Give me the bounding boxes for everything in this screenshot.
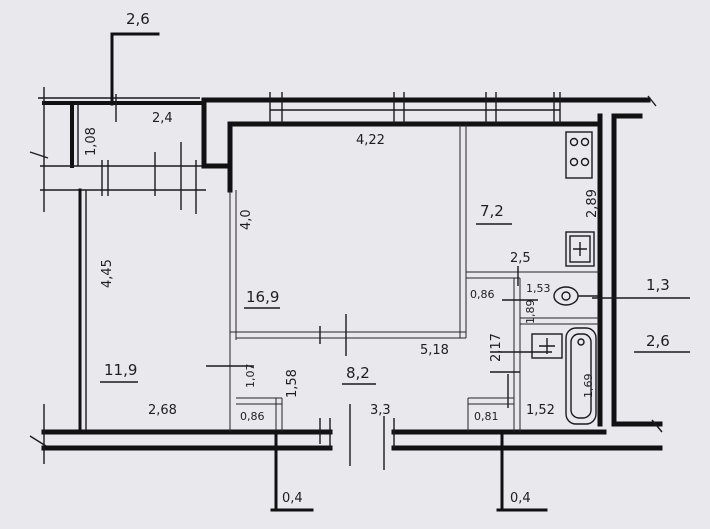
dim-toilet-length: 1,53 <box>526 282 551 295</box>
dim-hall-length: 5,18 <box>420 343 449 358</box>
dim-hall-small-2: 1,58 <box>285 369 300 398</box>
room-area-hall: 8,2 <box>346 364 370 382</box>
toilet-bowl <box>553 286 598 306</box>
bathtub <box>565 327 597 425</box>
dim-closet-1: 0,86 <box>240 410 265 423</box>
room-area-kitchen: 7,2 <box>480 202 504 220</box>
room-area-left: 11,9 <box>104 361 137 379</box>
leader-lines <box>100 223 690 512</box>
dim-hall-width: 3,3 <box>370 403 391 418</box>
dim-balcony-depth: 1,08 <box>84 127 99 156</box>
room-area-large: 16,9 <box>246 288 279 306</box>
bathroom-sink <box>531 333 563 359</box>
dim-left-room-width: 2,68 <box>148 403 177 418</box>
interior-walls <box>206 124 600 432</box>
room-area-bathroom: 2,6 <box>646 332 670 350</box>
dim-hall-depth: 2,17 <box>489 333 504 362</box>
dim-toilet-width: 0,86 <box>470 288 495 301</box>
dim-bath-depth-1: 1,89 <box>524 300 537 325</box>
dim-balcony-length: 2,4 <box>152 111 173 126</box>
kitchen-sink <box>565 231 595 267</box>
dim-closet-2: 0,81 <box>474 410 499 423</box>
dim-large-room-depth: 4,0 <box>239 209 254 230</box>
dim-kitchen-length: 2,89 <box>585 189 600 218</box>
dim-bath-depth-2: 1,69 <box>582 374 595 399</box>
dim-balcony-area: 2,6 <box>126 10 150 28</box>
kitchen-stove <box>565 131 593 179</box>
dim-top-width: 4,22 <box>356 133 385 148</box>
balcony <box>29 87 206 212</box>
room-area-toilet: 1,3 <box>646 276 670 294</box>
balcony-area-leader <box>110 32 160 106</box>
dim-left-room-depth: 4,45 <box>100 259 115 288</box>
dim-closet-3: 1,52 <box>526 403 555 418</box>
exterior-walls <box>29 92 663 470</box>
dim-hall-small-1: 1,07 <box>244 364 257 389</box>
dim-kitchen-width: 2,5 <box>510 251 531 266</box>
dim-wall-thick-1: 0,4 <box>282 491 303 506</box>
dim-wall-thick-2: 0,4 <box>510 491 531 506</box>
